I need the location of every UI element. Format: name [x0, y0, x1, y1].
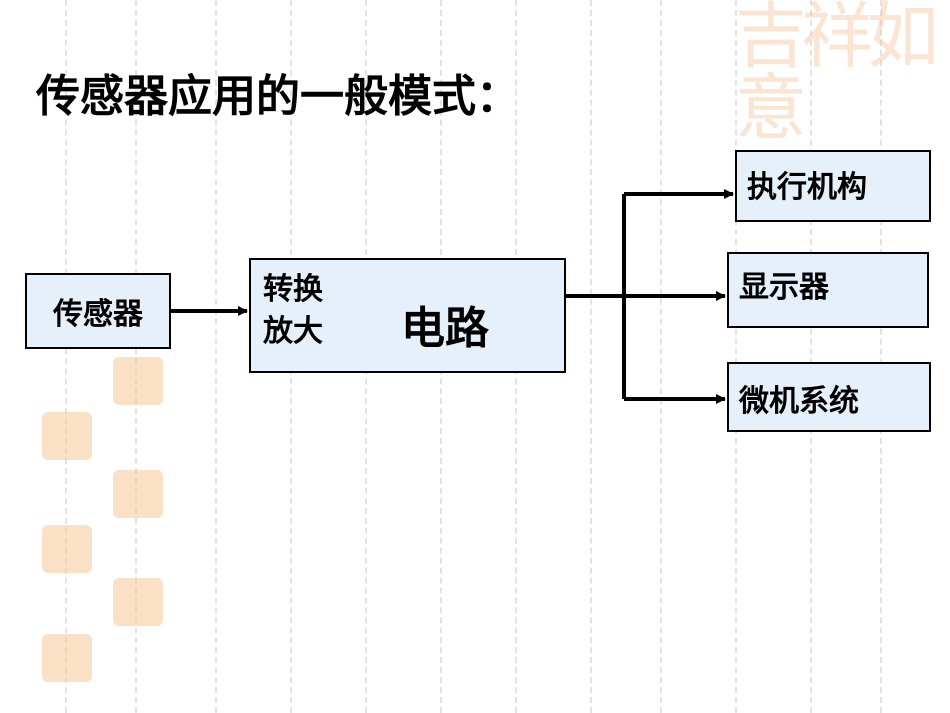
circuit-label-main: 电路	[401, 303, 489, 354]
grid-line	[810, 0, 812, 713]
grid-line	[735, 0, 737, 713]
seal-stamp	[42, 412, 92, 460]
actuator-box: 执行机构	[735, 150, 931, 222]
display-label: 显示器	[739, 270, 829, 305]
page-title: 传感器应用的一般模式：	[36, 71, 520, 122]
conversion-amplifier-circuit-box: 转换 放大 电路	[249, 258, 566, 373]
grid-line	[660, 0, 662, 713]
grid-line	[215, 0, 217, 713]
sensor-label: 传感器	[53, 297, 143, 332]
seal-stamp	[113, 357, 163, 405]
seal-stamp	[113, 470, 163, 518]
grid-line	[65, 0, 67, 713]
actuator-label: 执行机构	[747, 170, 867, 205]
seal-stamp	[113, 578, 163, 626]
circuit-label-amplify: 放大	[263, 314, 323, 349]
circuit-label-conversion: 转换	[263, 272, 323, 307]
microcomputer-box: 微机系统	[727, 362, 931, 432]
microcomputer-label: 微机系统	[739, 384, 859, 419]
grid-line	[135, 0, 137, 713]
sensor-box: 传感器	[25, 273, 171, 349]
seal-stamp	[42, 525, 92, 573]
seal-stamp	[42, 634, 92, 682]
display-box: 显示器	[727, 252, 929, 328]
grid-line	[590, 0, 592, 713]
grid-line	[880, 0, 882, 713]
corner-seal-watermark: 吉祥如意	[735, 0, 939, 150]
